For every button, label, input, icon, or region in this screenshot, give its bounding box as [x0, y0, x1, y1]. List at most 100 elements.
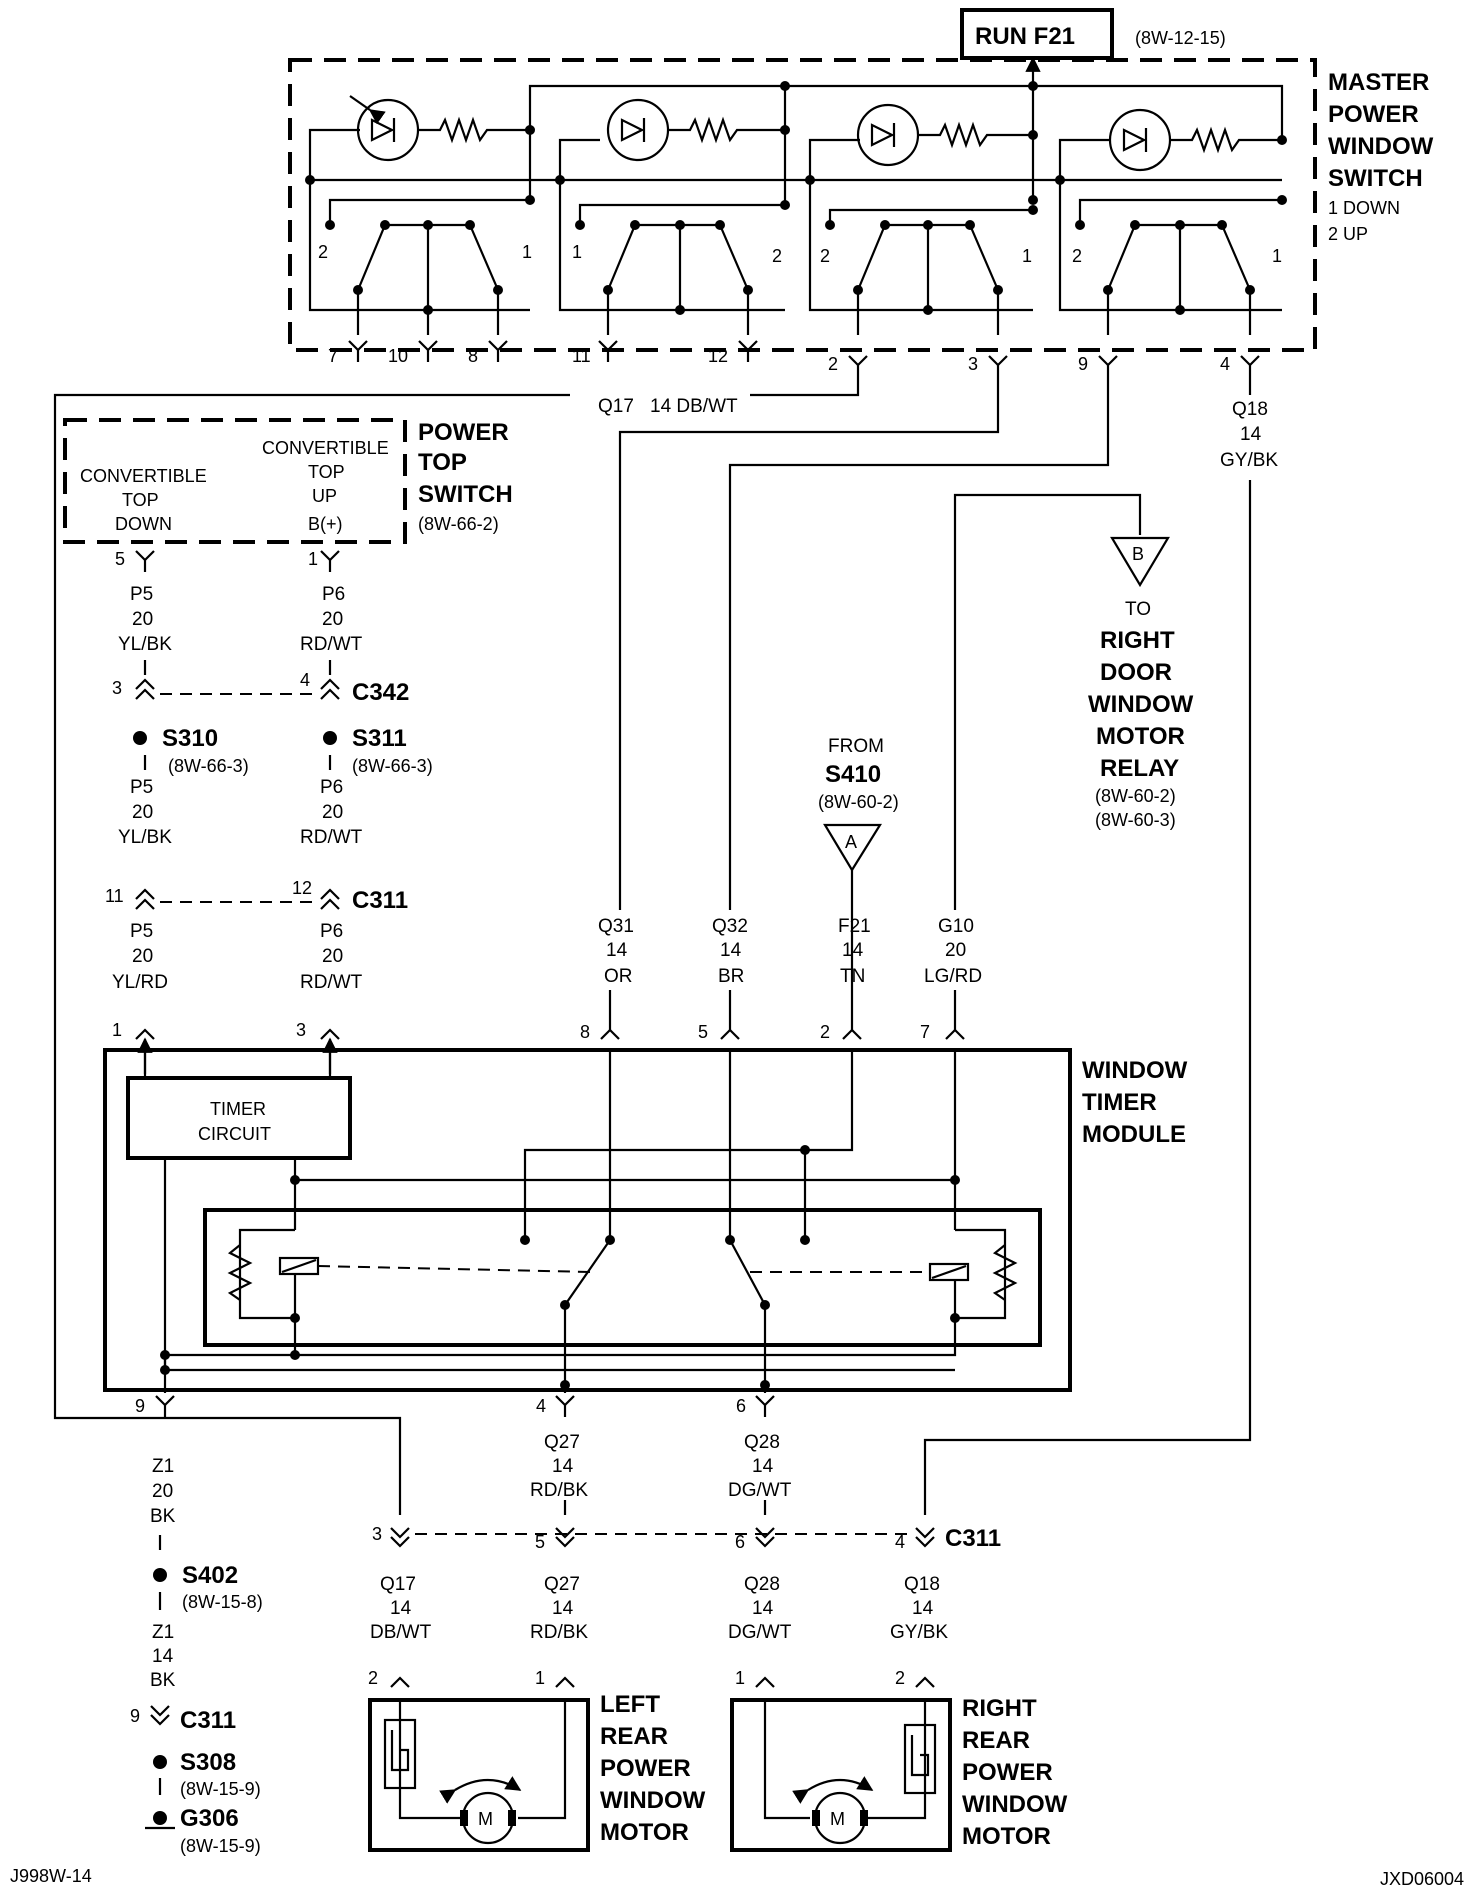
c311-left-pin: 11	[105, 886, 124, 906]
master-pin-4: 4	[1220, 354, 1230, 374]
switch-2	[606, 223, 750, 335]
mod-pin-8: 8	[580, 1022, 590, 1042]
switch-3	[856, 223, 1000, 335]
mod-pin-7: 7	[920, 1022, 930, 1042]
master-pin-7: 7	[328, 346, 338, 366]
q18-top-1: Q18	[1232, 399, 1268, 420]
f21-label-1: F21	[838, 916, 871, 937]
q31-label-1: Q31	[598, 916, 634, 937]
master-pin-9: 9	[1078, 354, 1088, 374]
p6-w3-1: P6	[320, 921, 343, 942]
q31-label-3: OR	[604, 966, 633, 987]
z1-w2-2: 14	[152, 1646, 174, 1667]
p6-w1-1: P6	[322, 584, 345, 605]
master-legend-2: 2 UP	[1328, 224, 1368, 244]
s402-label: S402	[182, 1562, 238, 1589]
connector-a-letter: A	[845, 832, 857, 852]
p6-w2-1: P6	[320, 777, 343, 798]
q28-upper-2: 14	[752, 1456, 774, 1477]
p5-w1-2: 20	[132, 609, 153, 630]
q17-top-wire: 14 DB/WT	[650, 396, 738, 417]
p5-w1-3: YL/BK	[118, 634, 172, 655]
z1-w2-3: BK	[150, 1670, 176, 1691]
q27-upper-3: RD/BK	[530, 1480, 588, 1501]
g306-ref: (8W-15-9)	[180, 1836, 261, 1856]
ptsw-left-1: CONVERTIBLE	[80, 466, 207, 486]
c342-label: C342	[352, 679, 409, 706]
master-pin-8: 8	[468, 346, 478, 366]
right-motor-title-1: RIGHT	[962, 1695, 1037, 1722]
c311-ground-label: C311	[180, 1707, 236, 1734]
q31-label-2: 14	[606, 940, 628, 961]
ptsw-title-2: TOP	[418, 449, 467, 476]
relay-block	[203, 1208, 1042, 1347]
c342-left-pin: 3	[112, 678, 122, 698]
connector-b-triangle	[1110, 536, 1170, 588]
p6-w2-3: RD/WT	[300, 827, 363, 848]
left-motor-title-5: MOTOR	[600, 1819, 689, 1846]
right-motor-title-4: WINDOW	[962, 1791, 1068, 1818]
z1-w1-3: BK	[150, 1506, 176, 1527]
q18-wire	[923, 377, 1252, 1515]
p5-w2-3: YL/BK	[118, 827, 172, 848]
master-pin-3: 3	[968, 354, 978, 374]
footer-right: JXD06004	[1380, 1869, 1464, 1889]
left-motor-title-1: LEFT	[600, 1691, 660, 1718]
p6-w2-2: 20	[322, 802, 343, 823]
q27-low-3: RD/BK	[530, 1622, 588, 1643]
c342-right-pin: 4	[300, 670, 310, 690]
p6-w1-2: 20	[322, 609, 343, 630]
wtm-title-2: TIMER	[1082, 1089, 1157, 1116]
q27-upper-2: 14	[552, 1456, 574, 1477]
right-motor-title-5: MOTOR	[962, 1823, 1051, 1850]
c311-upper-label: C311	[352, 887, 408, 914]
master-pin-2: 2	[828, 354, 838, 374]
left-motor-pin-2: 2	[368, 1668, 378, 1688]
timer-label-2: CIRCUIT	[198, 1124, 271, 1144]
z1-w1-2: 20	[152, 1481, 173, 1502]
g306-label: G306	[180, 1805, 239, 1832]
wtm-pin-4: 4	[536, 1396, 546, 1416]
q32-label-1: Q32	[712, 916, 748, 937]
timer-circuit-box	[126, 1076, 352, 1160]
right-door-title-2: DOOR	[1100, 659, 1172, 686]
right-motor-title-3: POWER	[962, 1759, 1053, 1786]
pos-label-7: 2	[1072, 246, 1082, 266]
module-inputs: Q31 14 OR 8 Q32 14 BR 5 F21 14 TN 2 G10 …	[580, 916, 982, 1042]
master-pin-10: 10	[388, 346, 408, 366]
led-4	[1108, 108, 1282, 172]
window-timer-module: WINDOW TIMER MODULE TIMER CIRCUIT	[103, 1048, 1188, 1419]
switch-1	[356, 223, 500, 335]
master-title-4: SWITCH	[1328, 165, 1423, 192]
pos-label-4: 2	[772, 246, 782, 266]
q18-low-3: GY/BK	[890, 1622, 948, 1643]
p6-w1-3: RD/WT	[300, 634, 363, 655]
master-pin-12: 12	[708, 346, 728, 366]
left-motor-pin-1: 1	[535, 1668, 545, 1688]
p5-w3-3: YL/RD	[112, 972, 168, 993]
ptsw-title-1: POWER	[418, 419, 509, 446]
right-door-title-1: RIGHT	[1100, 627, 1175, 654]
master-power-window-switch: MASTER POWER WINDOW SWITCH 1 DOWN 2 UP	[288, 58, 1434, 379]
wtm-title-3: MODULE	[1082, 1121, 1186, 1148]
run-f21-ref: (8W-12-15)	[1135, 28, 1226, 48]
p5-w3-2: 20	[132, 946, 153, 967]
q17-top-label: Q17	[598, 396, 634, 417]
f21-label-2: 14	[842, 940, 864, 961]
c311-right-pin: 12	[292, 878, 312, 898]
ptsw-right-1: CONVERTIBLE	[262, 438, 389, 458]
right-motor-title-2: REAR	[962, 1727, 1030, 1754]
q28-low-1: Q28	[744, 1574, 780, 1595]
pos-label-6: 1	[1022, 246, 1032, 266]
master-title-2: POWER	[1328, 101, 1419, 128]
q28-upper-1: Q28	[744, 1432, 780, 1453]
p5-w1-1: P5	[130, 584, 153, 605]
led-2	[606, 98, 785, 162]
c311-ground-pin: 9	[130, 1706, 140, 1726]
right-motor-pin-2: 2	[895, 1668, 905, 1688]
g10-label-1: G10	[938, 916, 974, 937]
led-3	[856, 103, 1033, 167]
z1-w2-1: Z1	[152, 1622, 174, 1643]
ground-chain: Z1 20 BK S402 (8W-15-8) Z1 14 BK 9 C311 …	[130, 1456, 263, 1856]
